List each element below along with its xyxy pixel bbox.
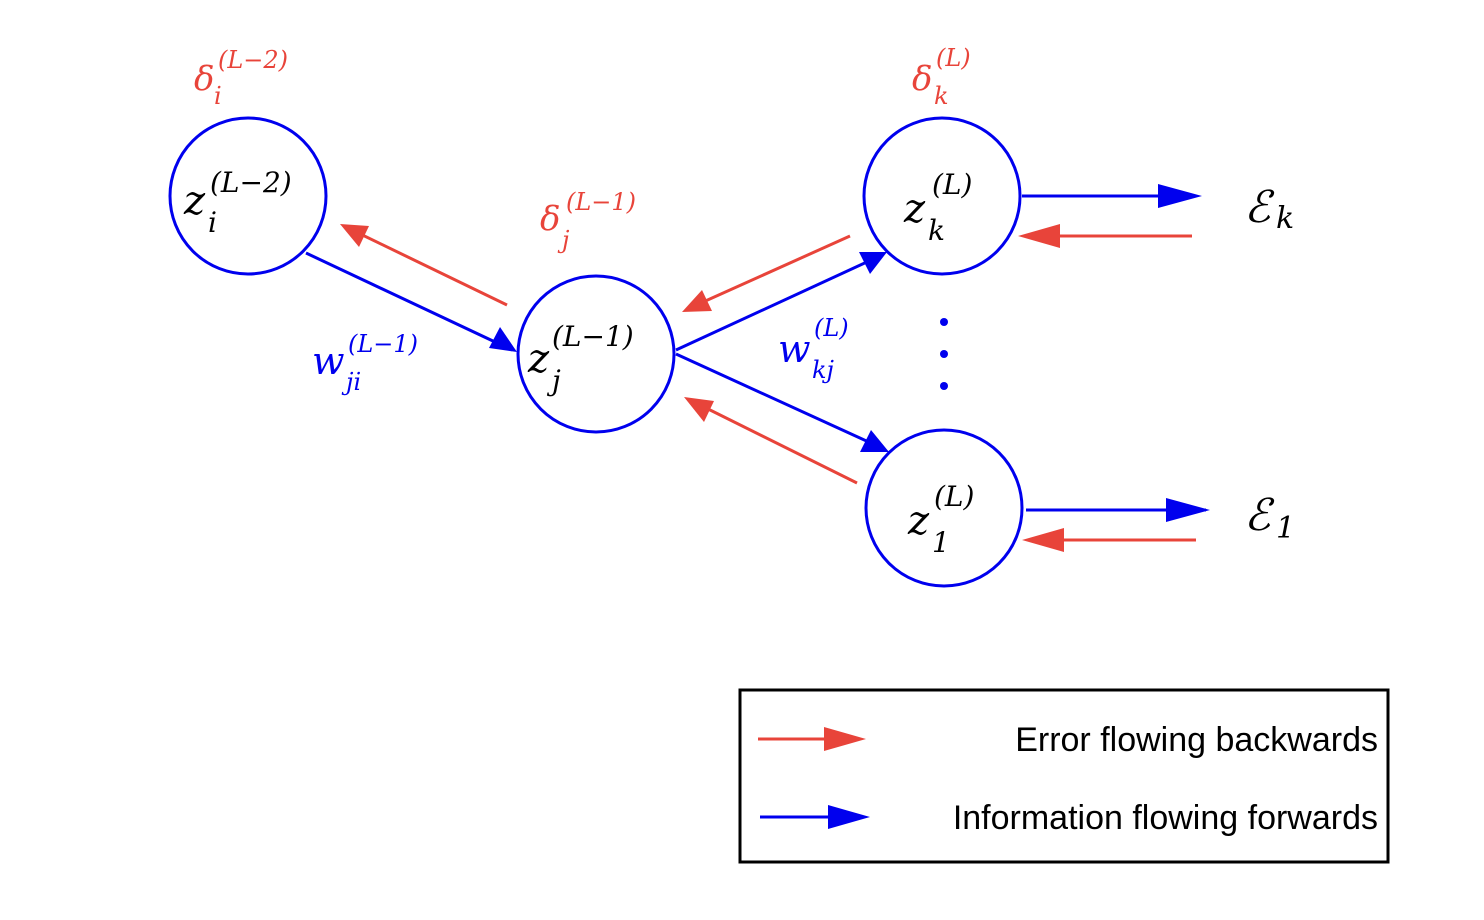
- edge-j-to-1: [675, 352, 885, 451]
- arrowhead-error-k-to-j: [682, 290, 712, 312]
- arrowhead-1-to-output: [1166, 498, 1210, 522]
- node-1-sup: (L): [934, 480, 974, 513]
- node-k-circle: [862, 116, 1022, 276]
- node-i-sup: (L−2): [210, 166, 292, 199]
- node-k-base: z: [903, 186, 926, 232]
- node-j-circle: [516, 274, 676, 434]
- weight-ji-sup: (L−1): [348, 330, 418, 358]
- legend-error-label: Error flowing backwards: [1015, 721, 1378, 759]
- delta-k-sub: k: [934, 82, 949, 110]
- output-k-label: ℰ k: [1244, 182, 1294, 236]
- weight-ji-base: w: [312, 339, 345, 383]
- node-1-circle: [864, 428, 1024, 588]
- delta-j-label: δ j (L−1): [540, 188, 636, 254]
- node-i: z i (L−2): [168, 116, 328, 276]
- edge-j-to-k: [675, 253, 883, 352]
- delta-k-label: δ k (L): [912, 44, 971, 110]
- ellipsis-dot: [940, 318, 948, 326]
- ellipsis-dot: [940, 382, 948, 390]
- backward-edges: [340, 224, 1196, 552]
- arrowhead-j-to-1: [860, 430, 889, 452]
- node-j: z j (L−1): [516, 274, 676, 434]
- output-k-sub: k: [1276, 201, 1294, 236]
- node-k-sup: (L): [932, 168, 972, 201]
- delta-k-base: δ: [912, 59, 932, 99]
- node-j-sup: (L−1): [552, 320, 634, 353]
- node-1: z 1 (L): [864, 428, 1024, 588]
- weight-ji-label: w ji (L−1): [312, 330, 418, 396]
- legend: Error flowing backwards Information flow…: [738, 688, 1390, 864]
- arrowhead-error-1-to-j: [684, 397, 714, 422]
- error-k-to-j: [691, 234, 851, 309]
- legend-box: [738, 688, 1390, 864]
- legend-info-label: Information flowing forwards: [953, 799, 1378, 837]
- vertical-ellipsis: [940, 318, 948, 390]
- node-k: z k (L): [862, 116, 1022, 276]
- output-k-base: ℰ: [1244, 182, 1275, 233]
- node-j-base: z: [527, 336, 550, 382]
- arrowhead-k-to-output: [1158, 184, 1202, 208]
- node-1-base: z: [907, 498, 930, 544]
- weight-kj-base: w: [778, 327, 811, 371]
- node-1-sub: 1: [932, 526, 950, 559]
- delta-i-base: δ: [194, 59, 214, 99]
- forward-edges: [305, 184, 1210, 522]
- arrowhead-error-output-to-k: [1018, 224, 1060, 248]
- delta-i-label: δ i (L−2): [194, 46, 288, 110]
- weight-kj-sup: (L): [814, 314, 849, 342]
- weight-kj-label: w kj (L): [778, 314, 849, 384]
- ellipsis-dot: [940, 350, 948, 358]
- arrowhead-error-output-to-1: [1022, 528, 1064, 552]
- node-i-sub: i: [208, 206, 217, 239]
- weight-kj-sub: kj: [812, 356, 835, 384]
- arrowhead-i-to-j: [489, 327, 517, 352]
- delta-j-sup: (L−1): [566, 188, 636, 216]
- legend-error-arrowhead: [824, 727, 866, 751]
- arrowhead-error-j-to-i: [340, 224, 369, 247]
- node-i-circle: [168, 116, 328, 276]
- output-1-sub: 1: [1276, 511, 1295, 546]
- delta-i-sup: (L−2): [218, 46, 288, 74]
- arrowhead-j-to-k: [859, 252, 887, 274]
- delta-j-base: δ: [540, 199, 560, 239]
- output-1-label: ℰ 1: [1244, 490, 1295, 546]
- node-k-sub: k: [928, 214, 945, 247]
- weight-ji-sub: ji: [341, 368, 361, 396]
- delta-i-sub: i: [214, 82, 222, 110]
- error-j-to-i: [349, 227, 508, 307]
- delta-k-sup: (L): [936, 44, 971, 72]
- node-i-base: z: [183, 178, 206, 224]
- edge-i-to-j: [305, 251, 513, 352]
- error-1-to-j: [695, 401, 858, 485]
- output-1-base: ℰ: [1244, 490, 1275, 541]
- legend-info-arrowhead: [828, 805, 870, 829]
